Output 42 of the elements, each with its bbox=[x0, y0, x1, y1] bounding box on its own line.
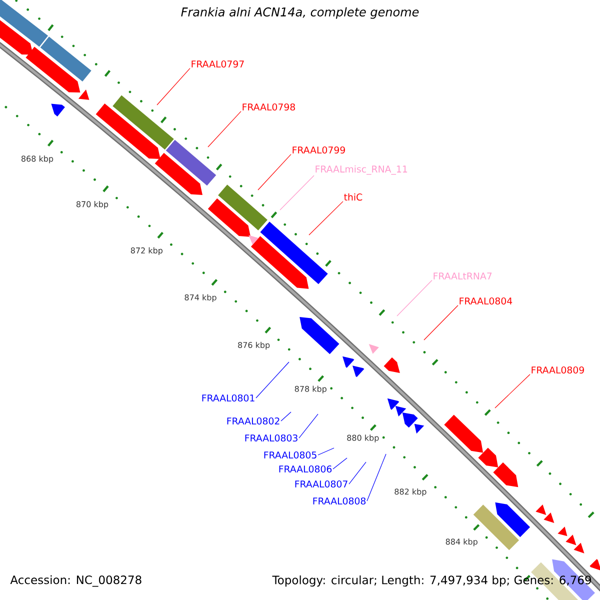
gene-label: FRAAL0802 bbox=[227, 417, 280, 425]
footer-text: Accession: NC_008278 bbox=[10, 575, 142, 587]
scale-label: 874 kbp bbox=[184, 294, 216, 302]
leader-line bbox=[208, 111, 242, 148]
gene-label: FRAAL0801 bbox=[202, 394, 254, 402]
title: Frankia alni ACN14a, complete genome bbox=[181, 7, 419, 19]
leader-line bbox=[494, 374, 530, 408]
leader-line bbox=[280, 175, 314, 210]
gene-label: FRAALtRNA7 bbox=[434, 272, 492, 280]
scale-label: 876 kbp bbox=[238, 342, 270, 350]
leader-line bbox=[156, 68, 190, 106]
gene-label: FRAALmisc_RNA_11 bbox=[316, 165, 408, 175]
gene-label: FRAAL0808 bbox=[313, 497, 366, 505]
leader-line bbox=[424, 305, 458, 340]
gene-label: FRAAL0804 bbox=[460, 297, 512, 305]
scale-label: 880 kbp bbox=[347, 434, 379, 442]
gene-label: FRAAL0809 bbox=[532, 366, 584, 374]
gene-label: FRAAL0803 bbox=[245, 434, 298, 442]
leader-line bbox=[256, 362, 290, 398]
gene-label: FRAAL0805 bbox=[264, 451, 316, 459]
leader-line bbox=[396, 280, 432, 316]
gene-label: FRAAL0806 bbox=[279, 465, 332, 473]
scale-label: 884 kbp bbox=[446, 538, 478, 546]
leader-line bbox=[258, 154, 292, 190]
leader-line bbox=[280, 412, 292, 422]
leader-line bbox=[348, 462, 366, 484]
scale-label: 870 kbp bbox=[76, 201, 108, 209]
leader-line bbox=[308, 201, 344, 236]
leader-line bbox=[366, 454, 386, 502]
leader-line bbox=[318, 448, 334, 456]
scale-label: 868 kbp bbox=[22, 156, 54, 164]
gene-label: FRAAL0798 bbox=[242, 103, 295, 111]
scale-label: 872 kbp bbox=[130, 247, 163, 256]
footer-text: Topology: circular; Length: 7,497,934 bp; Genes: 6,769 bbox=[272, 575, 591, 587]
gene-label: FRAAL0797 bbox=[192, 60, 244, 68]
gene-label: thiC bbox=[344, 193, 362, 201]
leader-line bbox=[332, 458, 348, 470]
gene-label: FRAAL0799 bbox=[292, 146, 345, 154]
gene-label: FRAAL0807 bbox=[295, 480, 348, 488]
scale-label: 882 kbp bbox=[394, 488, 426, 496]
scale-label: 878 kbp bbox=[294, 386, 326, 394]
leader-line bbox=[298, 414, 318, 438]
